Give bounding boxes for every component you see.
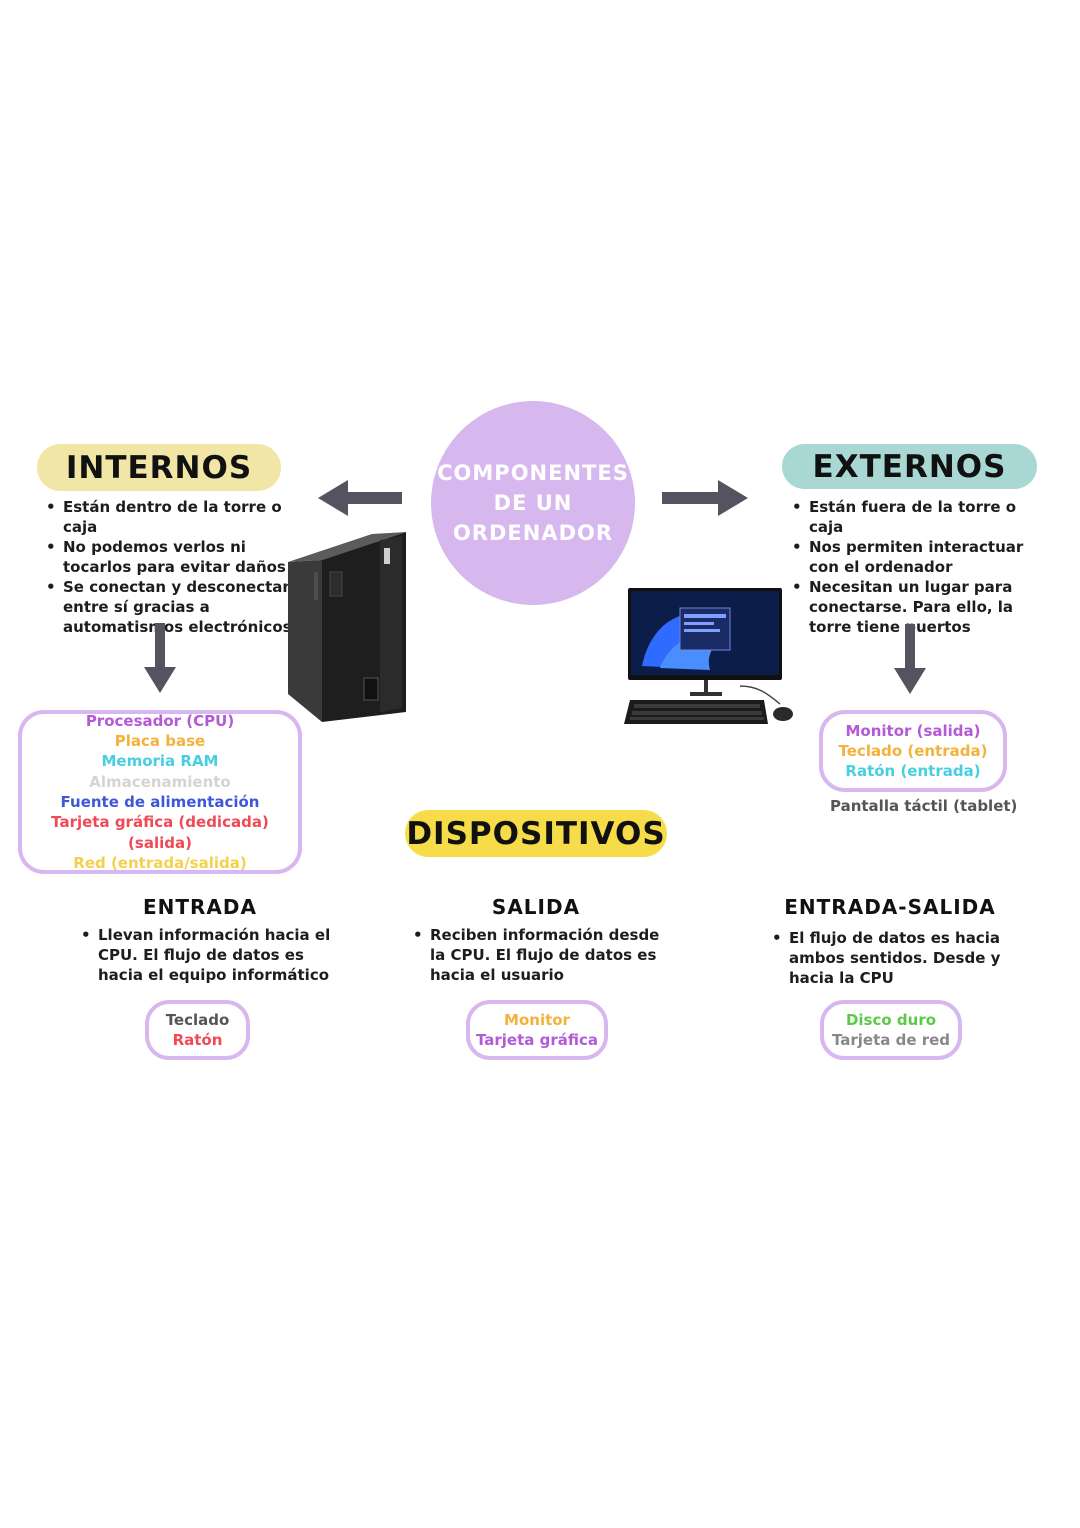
entrada-item: Ratón: [172, 1031, 223, 1049]
externos-item: Monitor (salida): [845, 721, 981, 740]
internos-bullet: Están dentro de la torre o caja: [46, 497, 308, 537]
monitor-keyboard-image: [624, 588, 793, 724]
entrada-title: ENTRADA: [142, 895, 257, 919]
entrada-item: Teclado: [165, 1010, 230, 1029]
entrada-salida-title: ENTRADA-SALIDA: [784, 895, 996, 919]
externos-title: EXTERNOS: [782, 444, 1037, 489]
internos-item: Red (entrada/salida): [73, 853, 247, 872]
internos-item: Procesador (CPU): [85, 711, 235, 730]
entrada-salida-item: Tarjeta de red: [831, 1031, 951, 1049]
entrada-bullet: Llevan información hacia el CPU. El fluj…: [81, 925, 331, 985]
internos-bullet: Se conectan y desconectan entre sí graci…: [46, 577, 308, 637]
entrada-bullets: Llevan información hacia el CPU. El fluj…: [81, 925, 331, 985]
externos-bullet: Necesitan un lugar para conectarse. Para…: [792, 577, 1042, 637]
salida-item: Monitor: [504, 1010, 570, 1029]
entrada-salida-item: Disco duro: [845, 1010, 937, 1029]
entrada-salida-bullet: El flujo de datos es hacia ambos sentido…: [772, 928, 1012, 988]
internos-item: Placa base: [114, 732, 206, 751]
salida-bullets: Reciben información desde la CPU. El flu…: [413, 925, 665, 985]
internos-list-box: Procesador (CPU) Placa base Memoria RAM …: [18, 710, 302, 874]
internos-item: Fuente de alimentación: [60, 793, 260, 811]
center-title-line1: COMPONENTES: [437, 461, 629, 485]
externos-item: Teclado (entrada): [838, 741, 988, 760]
internos-title: INTERNOS: [37, 444, 281, 491]
arrow-down-icon: [144, 623, 176, 693]
entrada-salida-bullets: El flujo de datos es hacia ambos sentido…: [772, 928, 1012, 988]
externos-item: Ratón (entrada): [845, 762, 981, 781]
salida-bullet: Reciben información desde la CPU. El flu…: [413, 925, 665, 985]
center-title-line3: ORDENADOR: [452, 521, 614, 545]
salida-item: Tarjeta gráfica: [475, 1031, 599, 1049]
arrow-down-icon: [894, 624, 926, 694]
dispositivos-title: DISPOSITIVOS: [405, 810, 667, 857]
externos-list-box: Monitor (salida) Teclado (entrada) Ratón…: [819, 710, 1007, 792]
arrow-right-icon: [662, 480, 748, 516]
internos-item: Memoria RAM: [101, 752, 219, 771]
entrada-salida-list-box: Disco duro Tarjeta de red: [820, 1000, 962, 1060]
arrow-left-icon: [318, 480, 402, 516]
salida-list-box: Monitor Tarjeta gráfica: [466, 1000, 608, 1060]
center-title-circle: COMPONENTES DE UN ORDENADOR: [431, 401, 635, 605]
externos-bullet: Nos permiten interactuar con el ordenado…: [792, 537, 1042, 577]
internos-item: Tarjeta gráfica (dedicada) (salida): [51, 813, 269, 852]
internos-bullets: Están dentro de la torre o caja No podem…: [46, 497, 308, 637]
salida-title: SALIDA: [491, 895, 581, 919]
center-title-line2: DE UN: [493, 491, 573, 515]
internos-item: Almacenamiento: [89, 772, 231, 791]
externos-bullets: Están fuera de la torre o caja Nos permi…: [792, 497, 1042, 637]
internos-bullet: No podemos verlos ni tocarlos para evita…: [46, 537, 308, 577]
externos-extra-caption: Pantalla táctil (tablet): [830, 797, 1018, 815]
pc-tower-image: [288, 532, 406, 722]
entrada-list-box: Teclado Ratón: [145, 1000, 250, 1060]
externos-bullet: Están fuera de la torre o caja: [792, 497, 1042, 537]
